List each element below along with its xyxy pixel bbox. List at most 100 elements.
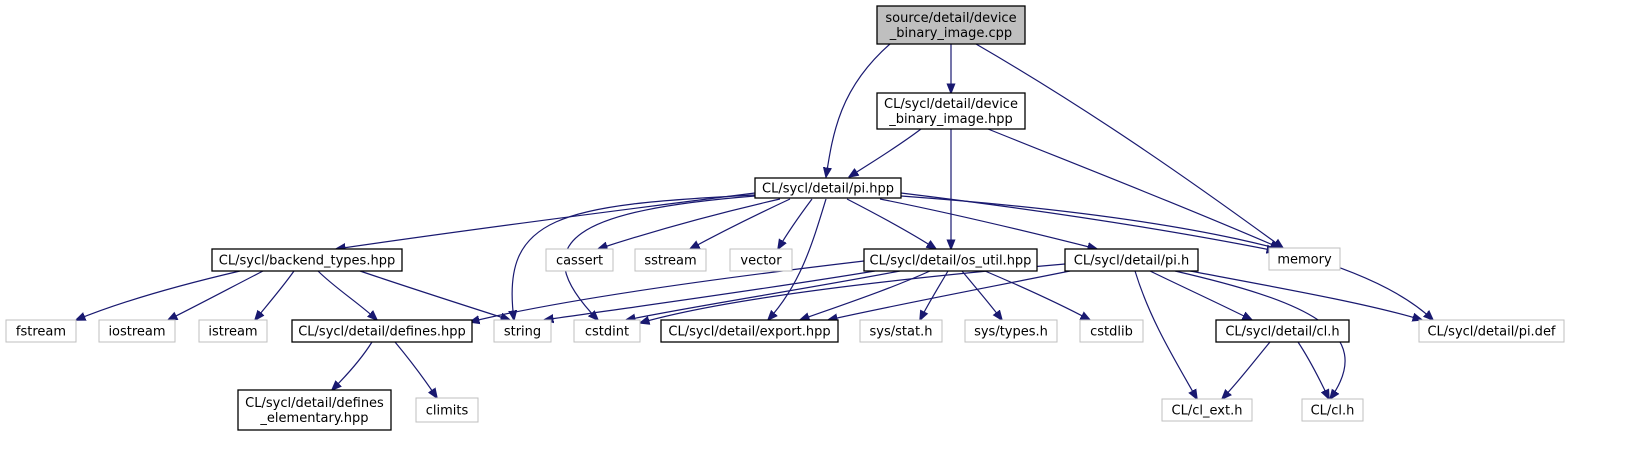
edge-pi_hpp-to-cstdint bbox=[564, 195, 756, 320]
edge-pi_hpp-to-pi_h bbox=[879, 198, 1097, 249]
edge-pi_hpp-to-backend_types bbox=[336, 192, 756, 249]
node-box bbox=[493, 319, 552, 343]
edge-root-to-memory bbox=[975, 43, 1283, 248]
edge-dbi_hpp-to-memory bbox=[987, 128, 1280, 248]
node-istream: istream bbox=[198, 319, 268, 343]
node-box bbox=[1064, 248, 1199, 272]
edge-pi_hpp-to-vector bbox=[778, 198, 813, 249]
node-pi-hpp[interactable]: CL/sycl/detail/pi.hpp bbox=[754, 177, 902, 199]
node-box bbox=[98, 319, 176, 343]
node-types-h: sys/types.h bbox=[964, 319, 1058, 343]
edge-defines-to-climits bbox=[394, 341, 437, 398]
edge-os_util-to-types_h bbox=[961, 270, 1002, 320]
node-pi-h[interactable]: CL/sycl/detail/pi.h bbox=[1064, 248, 1199, 272]
node-cstdint: cstdint bbox=[573, 319, 641, 343]
node-box bbox=[198, 319, 268, 343]
node-label: CL/cl_ext.h bbox=[1172, 404, 1243, 419]
edge-backend_types-to-defines bbox=[317, 270, 377, 320]
edge-pi_hpp-to-cassert bbox=[598, 198, 781, 249]
edge-pi_h-to-cl_detail bbox=[1149, 270, 1252, 320]
node-box bbox=[291, 319, 473, 343]
edge-pi_hpp-to-pi_def bbox=[900, 195, 1433, 320]
node-cl-detail[interactable]: CL/sycl/detail/cl.h bbox=[1215, 319, 1350, 343]
node-dbi-hpp[interactable]: CL/sycl/detail/device_binary_image.hpp bbox=[876, 92, 1026, 130]
node-box bbox=[1215, 319, 1350, 343]
node-box bbox=[1301, 398, 1364, 422]
node-label: _binary_image.hpp bbox=[888, 112, 1012, 127]
edge-dbi_hpp-to-pi_hpp bbox=[849, 128, 922, 177]
node-iostream: iostream bbox=[98, 319, 176, 343]
node-box bbox=[634, 248, 707, 272]
node-box bbox=[415, 397, 479, 423]
node-label: CL/sycl/detail/pi.hpp bbox=[762, 182, 894, 197]
edge-cl_detail-to-cl_h bbox=[1297, 341, 1329, 399]
edge-os_util-to-string bbox=[544, 270, 876, 320]
edge-pi_hpp-to-os_util bbox=[846, 198, 936, 249]
node-label: _elementary.hpp bbox=[259, 411, 368, 426]
edge-os_util-to-cstdlib bbox=[984, 270, 1090, 320]
node-label: _binary_image.cpp bbox=[889, 26, 1012, 41]
node-box bbox=[876, 5, 1026, 45]
node-box bbox=[964, 319, 1058, 343]
node-label: CL/sycl/detail/pi.def bbox=[1427, 325, 1555, 340]
node-box bbox=[863, 248, 1038, 272]
node-defines[interactable]: CL/sycl/detail/defines.hpp bbox=[291, 319, 473, 343]
edge-cl_detail-to-cl_ext bbox=[1222, 341, 1271, 399]
node-cl-h: CL/cl.h bbox=[1301, 398, 1364, 422]
node-label: fstream bbox=[16, 325, 66, 340]
node-root[interactable]: source/detail/device_binary_image.cpp bbox=[876, 5, 1026, 45]
edge-pi_h-to-cl_ext bbox=[1134, 270, 1197, 399]
node-box bbox=[545, 248, 614, 272]
node-label: CL/sycl/detail/export.hpp bbox=[668, 325, 830, 340]
node-label: CL/sycl/detail/defines.hpp bbox=[298, 325, 466, 340]
node-stat-h: sys/stat.h bbox=[859, 319, 943, 343]
node-box bbox=[573, 319, 641, 343]
node-backend-types[interactable]: CL/sycl/backend_types.hpp bbox=[211, 248, 403, 272]
node-label: sstream bbox=[644, 254, 696, 269]
edges-layer bbox=[76, 43, 1433, 399]
edge-os_util-to-export bbox=[800, 270, 931, 320]
node-box bbox=[5, 319, 77, 343]
node-label: sys/types.h bbox=[974, 325, 1048, 340]
node-label: CL/sycl/detail/defines bbox=[245, 396, 384, 411]
node-box bbox=[660, 319, 839, 343]
node-cl-ext: CL/cl_ext.h bbox=[1161, 398, 1253, 422]
node-box bbox=[237, 389, 392, 431]
nodes-layer: source/detail/device_binary_image.cppCL/… bbox=[5, 5, 1565, 431]
node-box bbox=[1268, 247, 1341, 271]
node-os-util[interactable]: CL/sycl/detail/os_util.hpp bbox=[863, 248, 1038, 272]
edge-pi_hpp-to-sstream bbox=[690, 198, 791, 249]
node-label: CL/sycl/detail/device bbox=[884, 97, 1018, 112]
node-string: string bbox=[493, 319, 552, 343]
node-defines-elem[interactable]: CL/sycl/detail/defines_elementary.hpp bbox=[237, 389, 392, 431]
node-box bbox=[729, 248, 793, 272]
node-label: iostream bbox=[108, 325, 165, 340]
edge-os_util-to-cstdint bbox=[626, 270, 901, 320]
edge-pi_h-to-export bbox=[828, 270, 1071, 320]
node-climits: climits bbox=[415, 397, 479, 423]
node-label: vector bbox=[740, 254, 782, 269]
node-export[interactable]: CL/sycl/detail/export.hpp bbox=[660, 319, 839, 343]
node-box bbox=[1079, 319, 1144, 343]
node-label: source/detail/device bbox=[885, 11, 1016, 26]
node-cstdlib: cstdlib bbox=[1079, 319, 1144, 343]
node-label: memory bbox=[1277, 253, 1332, 268]
node-box bbox=[211, 248, 403, 272]
node-box bbox=[754, 177, 902, 199]
node-label: istream bbox=[208, 325, 257, 340]
edge-backend_types-to-iostream bbox=[168, 270, 264, 320]
node-vector: vector bbox=[729, 248, 793, 272]
edge-backend_types-to-string bbox=[359, 270, 510, 320]
node-box bbox=[859, 319, 943, 343]
node-cassert: cassert bbox=[545, 248, 614, 272]
node-label: CL/sycl/detail/pi.h bbox=[1074, 254, 1189, 269]
node-label: sys/stat.h bbox=[870, 325, 933, 340]
edge-os_util-to-defines bbox=[470, 260, 865, 322]
node-label: climits bbox=[426, 404, 469, 419]
node-box bbox=[1418, 319, 1565, 343]
node-label: CL/sycl/detail/os_util.hpp bbox=[870, 254, 1032, 269]
node-box bbox=[1161, 398, 1253, 422]
edge-defines-to-defines_elem bbox=[332, 341, 373, 390]
node-label: cstdlib bbox=[1090, 325, 1133, 340]
